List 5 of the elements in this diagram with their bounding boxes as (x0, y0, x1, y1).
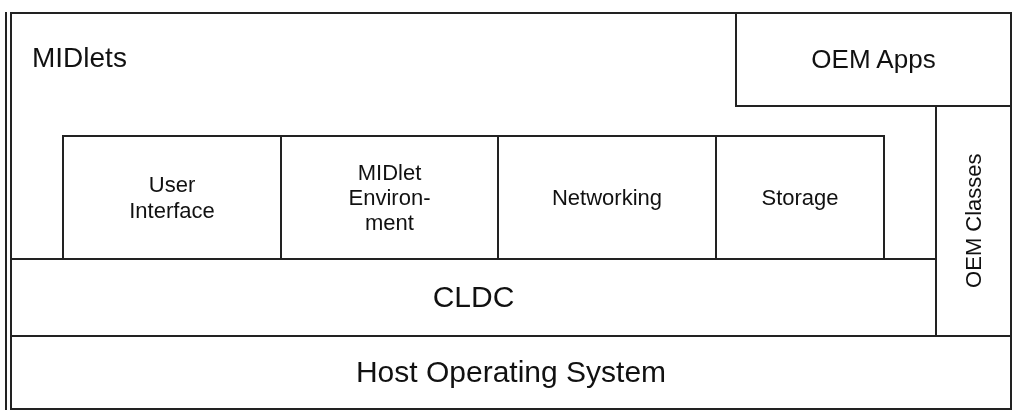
layer-label: MIDlets (32, 42, 127, 74)
layer-box: Host Operating System (10, 335, 1012, 410)
module-box: Storage (715, 135, 885, 260)
layer-box: OEM Apps (735, 12, 1012, 107)
module-box: User Interface (62, 135, 282, 260)
